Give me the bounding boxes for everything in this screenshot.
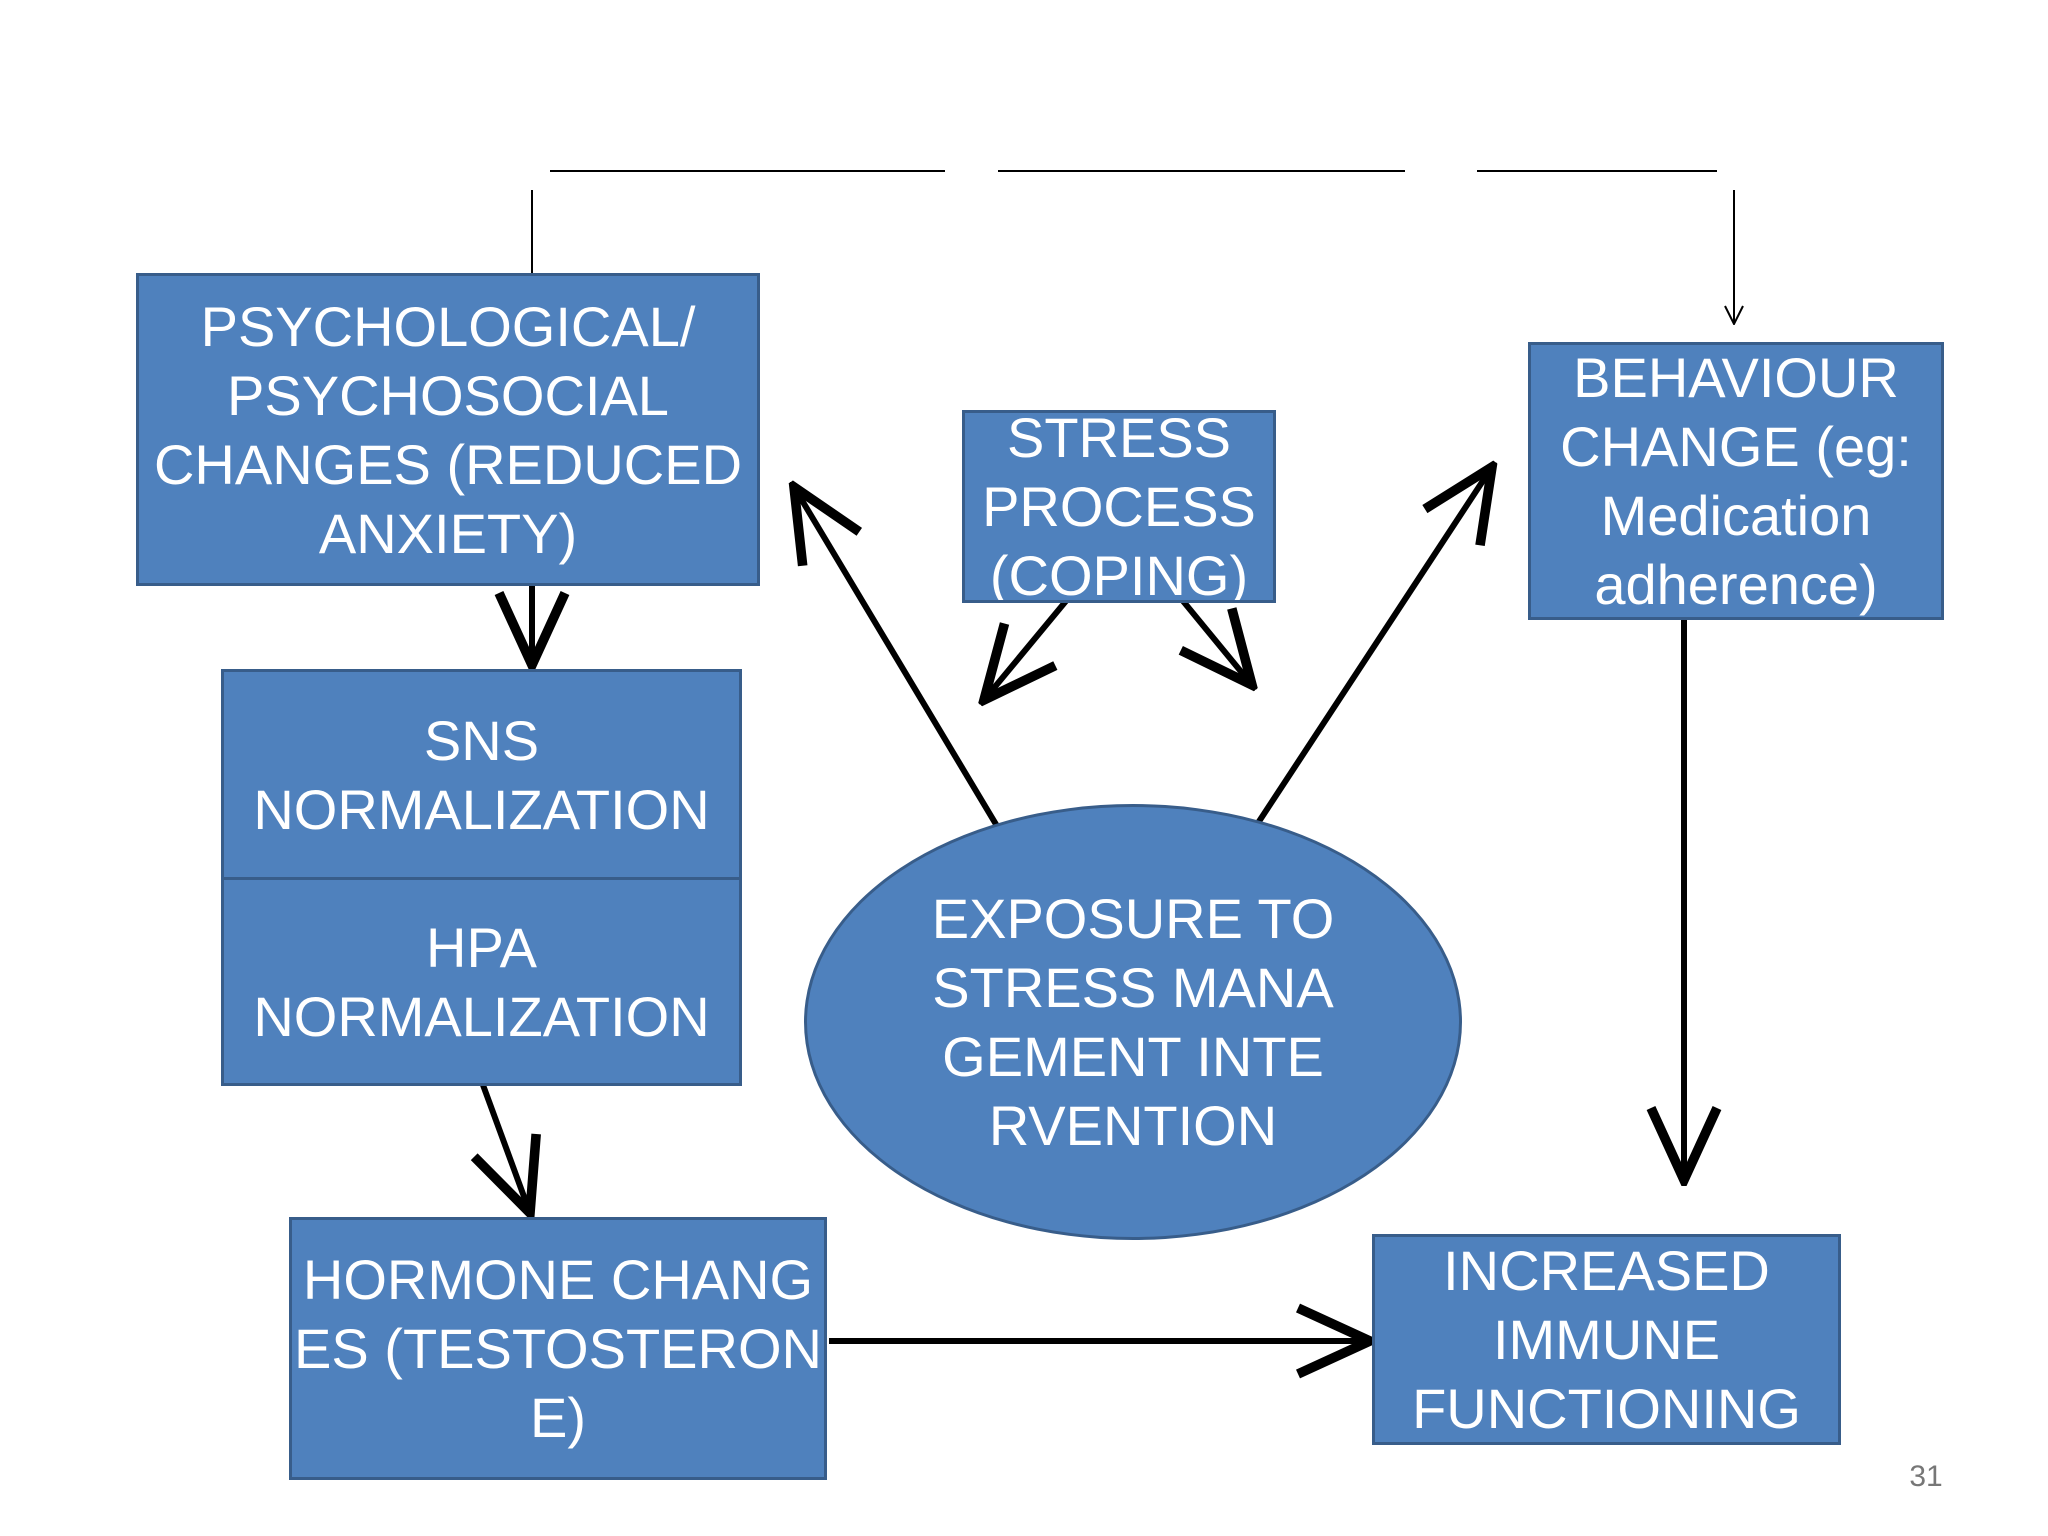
behaviour-change-label: BEHAVIOUR CHANGE (eg: Medication adheren… [1560, 346, 1912, 616]
page-number: 31 [1909, 1460, 1943, 1493]
immune-functioning-label: INCREASED IMMUNE FUNCTIONING [1412, 1239, 1801, 1440]
arrow-coping-to-left [984, 599, 1069, 700]
hormone-changes-box: HORMONE CHANGES (TESTOSTERONE) [289, 1217, 827, 1480]
hormone-changes-label: HORMONE CHANGES (TESTOSTERONE) [294, 1248, 822, 1449]
intervention-ellipse: EXPOSURE TO STRESS MANAGEMENT INTERVENTI… [804, 804, 1462, 1240]
sns-normalization-box: SNS NORMALIZATION [221, 669, 742, 880]
arrow-hpa-to-hormone [483, 1083, 530, 1213]
sns-normalization-label: SNS NORMALIZATION [253, 708, 710, 841]
intervention-label: EXPOSURE TO STRESS MANAGEMENT INTERVENTI… [931, 887, 1335, 1157]
immune-functioning-box: INCREASED IMMUNE FUNCTIONING [1372, 1234, 1841, 1445]
arrow-intervention-to-psychological [794, 487, 1000, 828]
stress-process-label: STRESS PROCESS (COPING) [982, 410, 1256, 603]
hpa-normalization-box: HPA NORMALIZATION [221, 877, 742, 1086]
behaviour-change-box: BEHAVIOUR CHANGE (eg: Medication adheren… [1528, 342, 1944, 620]
hpa-normalization-label: HPA NORMALIZATION [253, 915, 710, 1048]
arrow-coping-to-right [1183, 599, 1252, 685]
arrow-intervention-to-behaviour [1253, 467, 1492, 828]
psychological-changes-label: PSYCHOLOGICAL/ PSYCHOSOCIAL CHANGES (RED… [153, 294, 743, 565]
stress-process-box: STRESS PROCESS (COPING) [962, 410, 1276, 603]
psychological-changes-box: PSYCHOLOGICAL/ PSYCHOSOCIAL CHANGES (RED… [136, 273, 760, 586]
